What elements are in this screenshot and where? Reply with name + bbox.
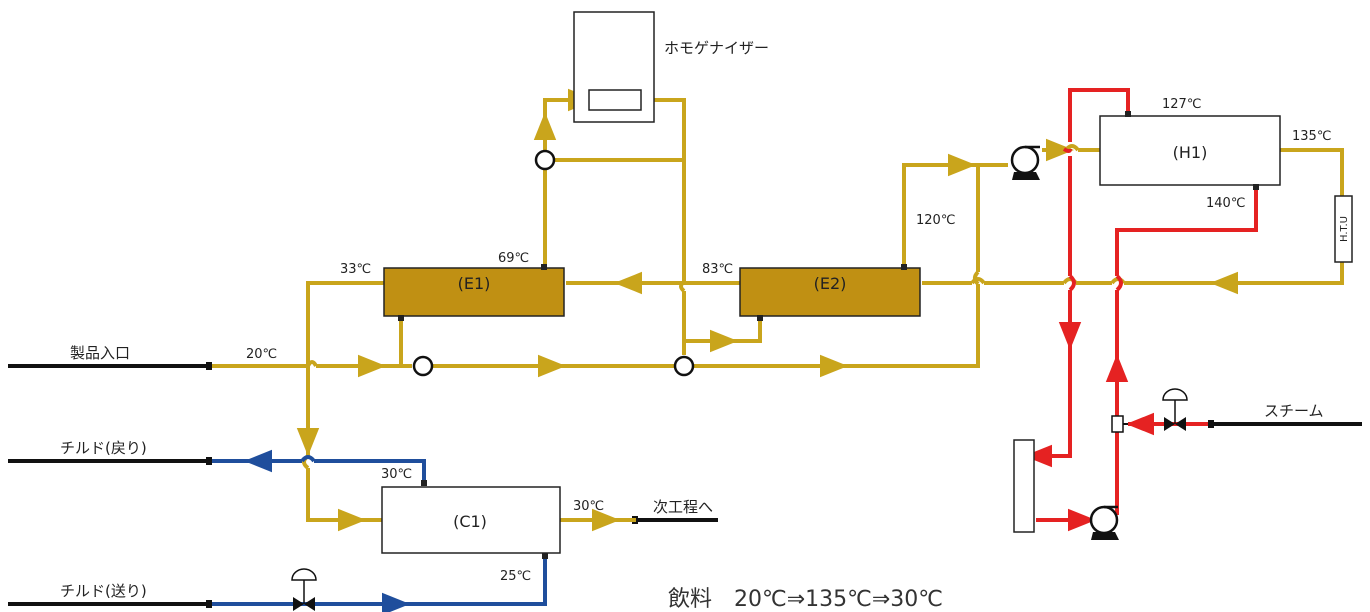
- chilled-return-label: チルド(戻り): [60, 439, 147, 457]
- diverter-valve-icon: [673, 355, 695, 377]
- temp-h1-bottom: 140℃: [1206, 196, 1245, 211]
- steam-label: スチーム: [1264, 402, 1324, 420]
- pump-icon: [1089, 505, 1119, 535]
- temp-h1-right: 135℃: [1292, 129, 1331, 144]
- e1-label: (E1): [458, 274, 491, 293]
- process-caption: 飲料 20℃⇒135℃⇒30℃: [668, 587, 943, 612]
- temp-inlet: 20℃: [246, 347, 277, 362]
- temp-h1-top: 127℃: [1162, 97, 1201, 112]
- product-inlet-label: 製品入口: [70, 344, 130, 362]
- heat-exchanger-e2: [739, 264, 921, 321]
- c1-label: (C1): [453, 512, 487, 531]
- homogenizer: [573, 11, 655, 123]
- temp-c1-out: 30℃: [573, 499, 604, 514]
- pump-hot-water: [1089, 505, 1119, 540]
- temp-e1-left: 33℃: [340, 262, 371, 277]
- temp-e2-left: 83℃: [702, 262, 733, 277]
- pump-product: [1010, 145, 1040, 180]
- e2-label: (E2): [814, 274, 847, 293]
- chill-arrows: [244, 449, 410, 612]
- diverter-valve-icon: [412, 355, 434, 377]
- control-valve-steam: [1162, 388, 1188, 431]
- external-lines: [8, 364, 1362, 606]
- steam-fitting: [1111, 415, 1128, 433]
- temp-e1-top: 69℃: [498, 251, 529, 266]
- h1-label: (H1): [1173, 143, 1208, 162]
- htu-label: H.T.U: [1339, 216, 1350, 242]
- cooler-c1: [381, 480, 561, 559]
- steam-arrows: [1024, 322, 1154, 532]
- control-valve-chill: [291, 568, 317, 611]
- homogenizer-label: ホモゲナイザー: [664, 39, 769, 57]
- pump-icon: [1010, 145, 1040, 175]
- temp-c1-top: 30℃: [381, 467, 412, 482]
- circle-valve: [412, 149, 695, 377]
- temp-e2-top: 120℃: [916, 213, 955, 228]
- diverter-valve-icon: [534, 149, 556, 171]
- holding-tube: [1334, 195, 1353, 263]
- next-process-label: 次工程へ: [653, 498, 713, 516]
- flange-markers: [206, 362, 1214, 608]
- chilled-supply-label: チルド(送り): [60, 582, 147, 600]
- hot-water-tank: [1013, 439, 1035, 533]
- heater-h1: [1099, 111, 1281, 190]
- heat-exchanger-e1: [383, 264, 565, 321]
- temp-c1-bottom: 25℃: [500, 569, 531, 584]
